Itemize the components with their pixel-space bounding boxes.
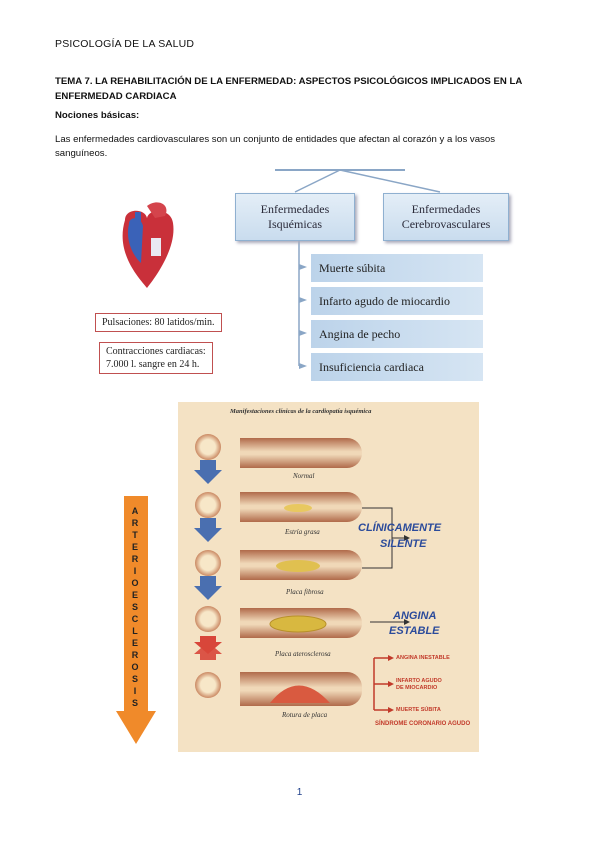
- page-header: PSICOLOGÍA DE LA SALUD: [55, 38, 195, 50]
- progression-arrows: [194, 460, 222, 660]
- cardiovascular-diagram: Enfermedades Isquémicas Enfermedades Cer…: [85, 168, 509, 381]
- artery-section-fibrous: [195, 550, 221, 576]
- letter: L: [132, 626, 138, 636]
- plaque-overlays: [269, 504, 330, 703]
- letter: A: [131, 506, 139, 516]
- contractions-stat: Contracciones cardiacas: 7.000 l. sangre…: [99, 342, 213, 374]
- clinically-silent-line2: SILENTE: [380, 538, 427, 550]
- letter: R: [131, 518, 139, 528]
- pulse-stat: Pulsaciones: 80 latidos/min.: [95, 313, 222, 332]
- arteriosclerosis-letters: A R T E R I O E S C L E R O S I S: [122, 498, 148, 788]
- letter: O: [131, 662, 139, 672]
- document-title: TEMA 7. LA REHABILITACIÓN DE LA ENFERMED…: [55, 76, 522, 102]
- item-myocardial-infarction: Infarto agudo de miocardio: [311, 287, 483, 315]
- letter: T: [132, 530, 138, 540]
- stage-label: Rotura de placa: [282, 711, 328, 719]
- item-angina: Angina de pecho: [311, 320, 483, 348]
- stage-label: Estría grasa: [285, 528, 320, 536]
- outcome-arrows: [362, 507, 410, 713]
- artery-section-atherosclerotic: [195, 606, 221, 632]
- artery-section-rupture: [195, 672, 221, 698]
- artery-section-fatty: [195, 492, 221, 518]
- figure2-title: Manifestaciones clínicas de la cardiopat…: [230, 408, 372, 415]
- stage-label: Placa aterosclerosa: [275, 650, 331, 658]
- page-number: 1: [296, 787, 303, 798]
- contractions-line-1: Contracciones cardiacas:: [106, 346, 206, 357]
- vessel-normal: [240, 438, 362, 468]
- outcome-infarction-line1: INFARTO AGUDO: [396, 678, 442, 684]
- item-heart-failure: Insuficiencia cardiaca: [311, 353, 483, 381]
- letter: E: [131, 638, 138, 648]
- stable-angina-line2: ESTABLE: [389, 625, 440, 637]
- ischemic-manifestations-figure: Manifestaciones clínicas de la cardiopat…: [110, 398, 490, 760]
- contractions-line-2: 7.000 l. sangre en 24 h.: [106, 359, 200, 370]
- letter: E: [131, 542, 138, 552]
- heart-illustration: [122, 202, 174, 288]
- item-sudden-death: Muerte súbita: [311, 254, 483, 282]
- outcome-infarction-line2: DE MIOCARDIO: [396, 685, 438, 691]
- intro-paragraph: Las enfermedades cardiovasculares son un…: [55, 134, 495, 159]
- stage-label: Normal: [293, 472, 315, 480]
- acute-coronary-syndrome: SÍNDROME CORONARIO AGUDO: [375, 721, 471, 727]
- stable-angina-line1: ANGINA: [393, 610, 437, 622]
- outcome-sudden-death: MUERTE SÚBITA: [396, 707, 441, 713]
- category-cerebrovascular: Enfermedades Cerebrovasculares: [383, 193, 509, 241]
- stage-label: Placa fibrosa: [286, 588, 324, 596]
- artery-section-normal: [195, 434, 221, 460]
- letter: O: [131, 578, 139, 588]
- letter: C: [131, 614, 139, 624]
- outcome-unstable-angina: ANGINA INESTABLE: [396, 655, 450, 661]
- letter: R: [131, 650, 139, 660]
- letter: I: [133, 566, 137, 576]
- subheading: Nociones básicas:: [55, 110, 140, 121]
- letter: R: [131, 554, 139, 564]
- diagram-connectors: [122, 169, 441, 369]
- clinically-silent-line1: CLÍNICAMENTE: [358, 522, 442, 534]
- letter: S: [131, 602, 138, 612]
- category-ischemic: Enfermedades Isquémicas: [235, 193, 355, 241]
- arteriosclerosis-arrow: [116, 496, 156, 744]
- letter: E: [131, 590, 138, 600]
- letter: I: [133, 686, 137, 696]
- letter: S: [131, 698, 138, 708]
- letter: S: [131, 674, 138, 684]
